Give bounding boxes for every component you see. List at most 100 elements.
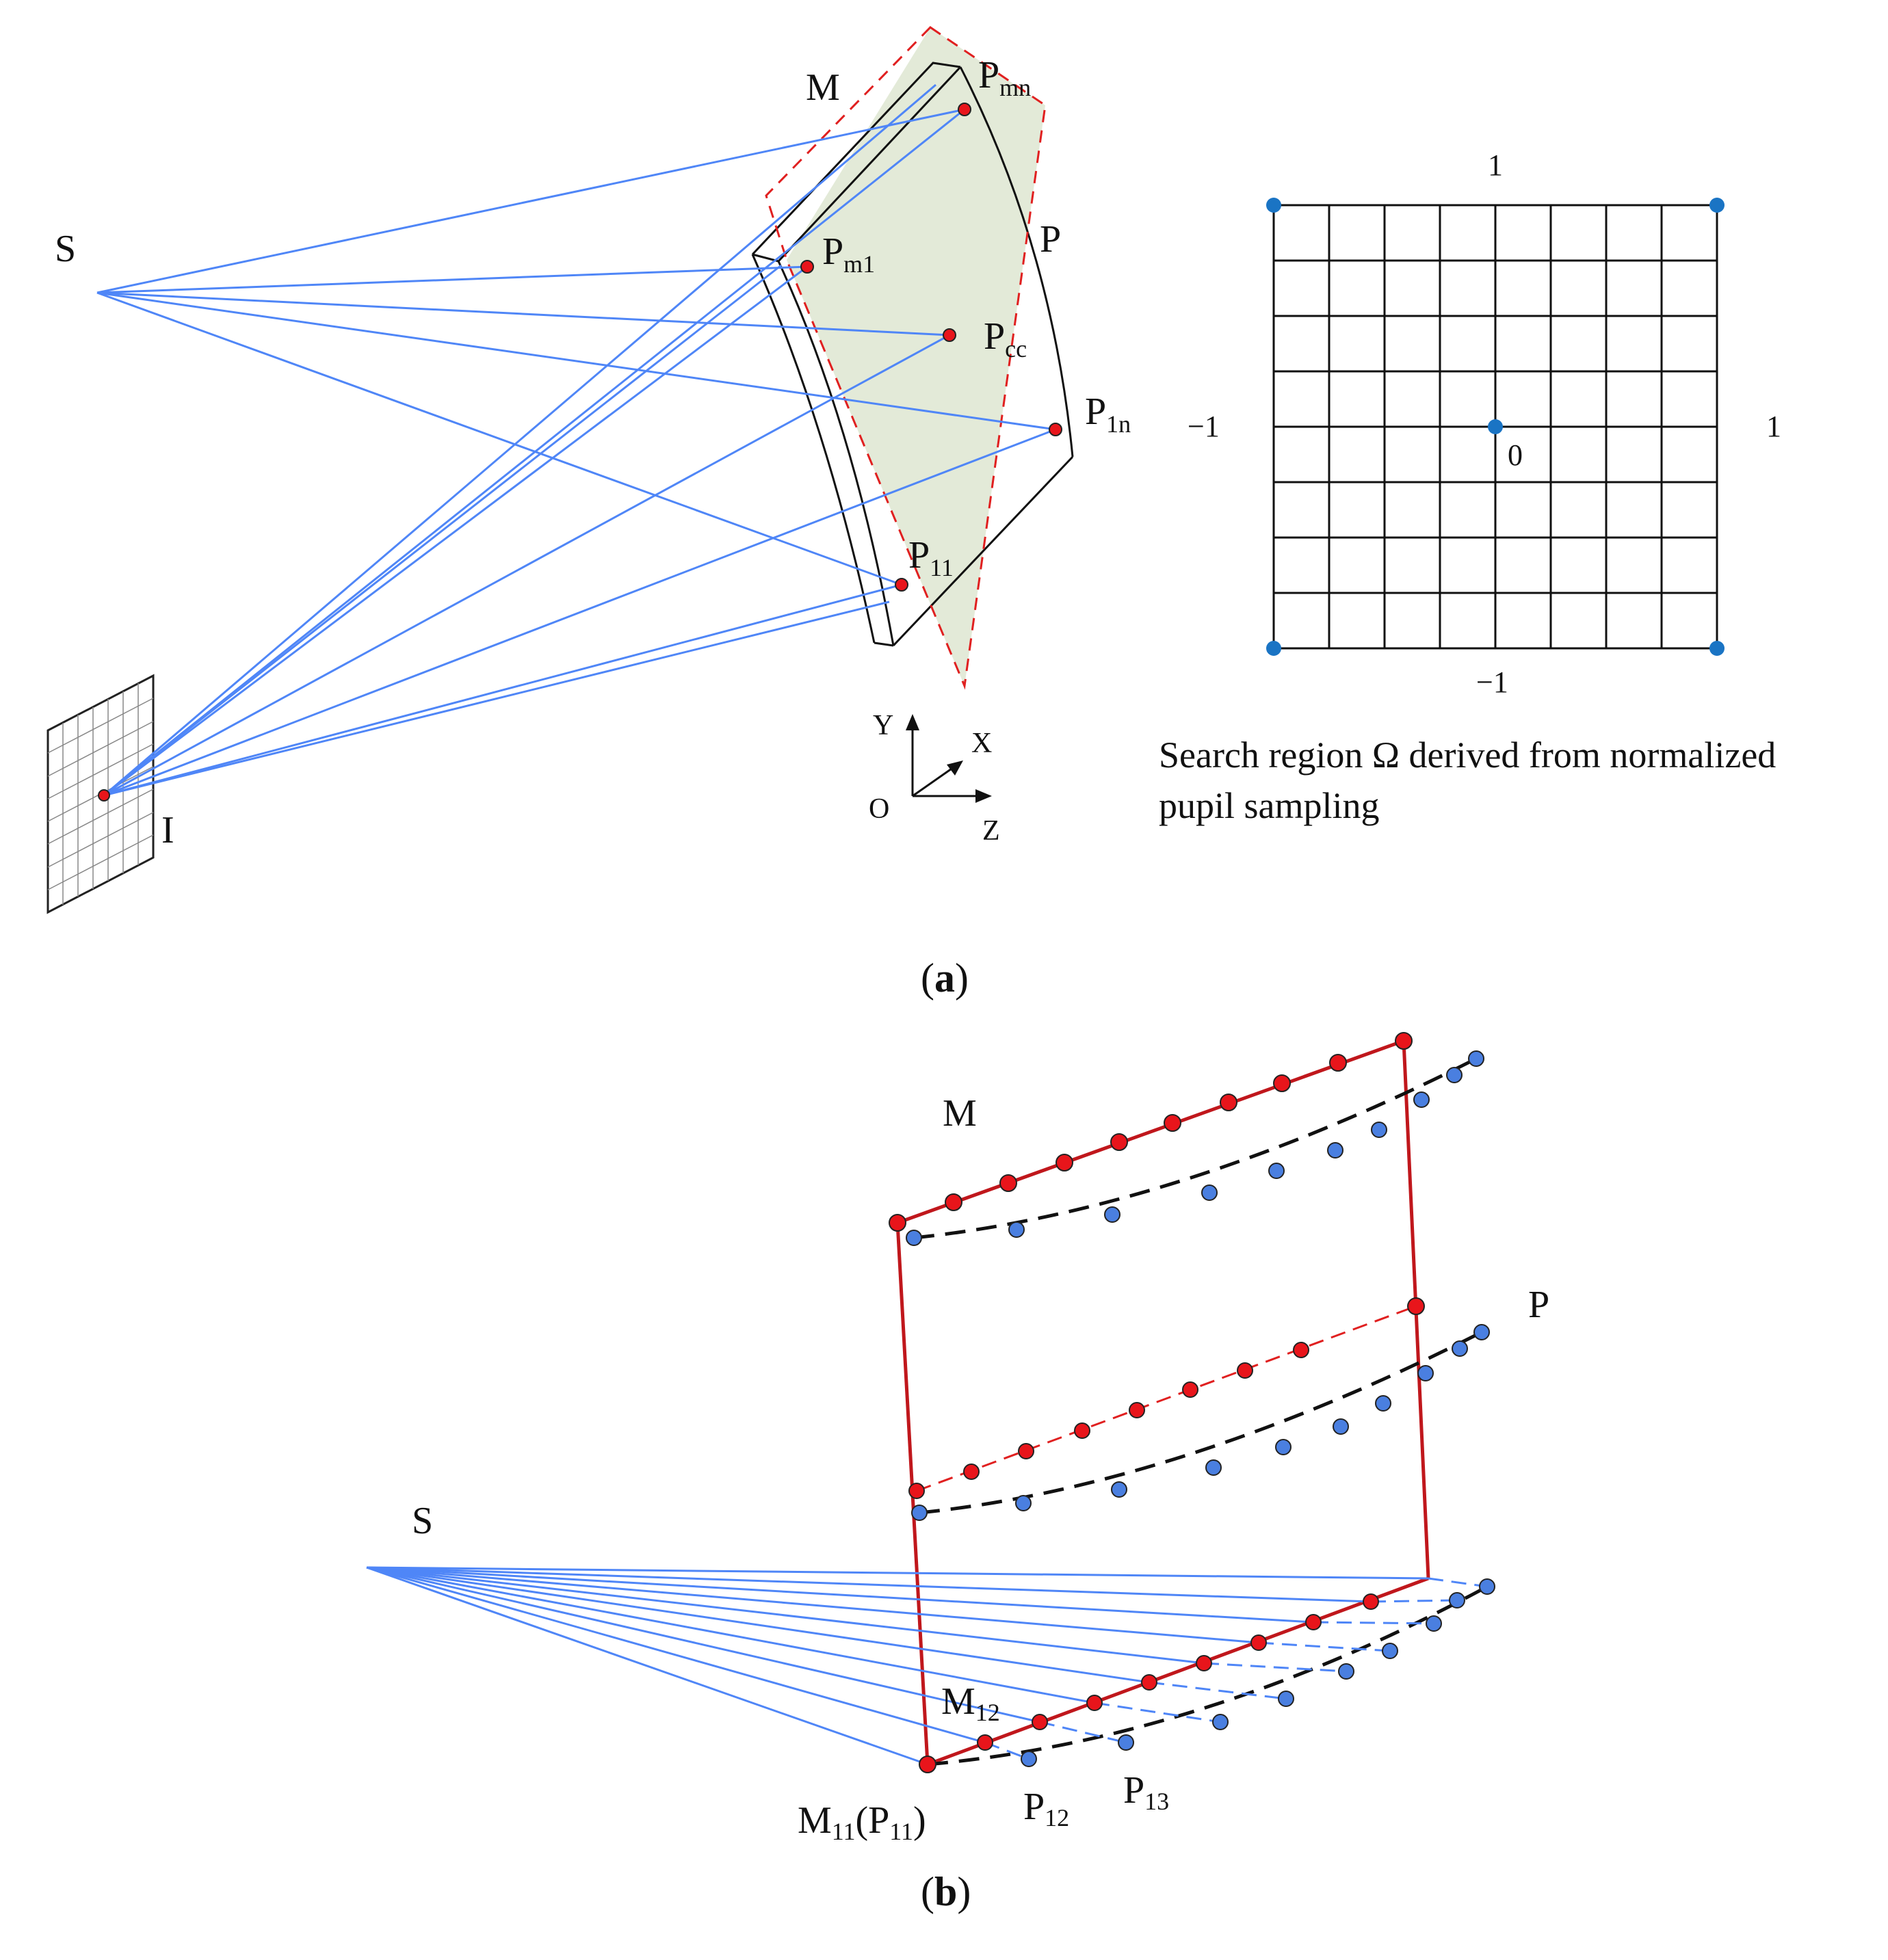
- mirror-point: [1056, 1154, 1073, 1171]
- axis-origin-label: O: [869, 793, 889, 825]
- surface-point: [1371, 1122, 1387, 1138]
- mirror-point-m11: [919, 1756, 936, 1773]
- panel-b-label: (b): [921, 1869, 971, 1914]
- mirror-point: [1141, 1674, 1157, 1691]
- surface-curves: [913, 1057, 1489, 1766]
- surface-point: [1111, 1481, 1127, 1498]
- grid-sample-dots: [1266, 198, 1725, 656]
- surface-point: [1473, 1324, 1490, 1340]
- mirror-point: [1293, 1342, 1309, 1358]
- surface-point: [1468, 1050, 1484, 1067]
- surface-middle-points: [911, 1324, 1490, 1521]
- mirror-top-points: [889, 1032, 1413, 1232]
- label-pm1: Pm1: [822, 230, 875, 278]
- mirror-point: [889, 1214, 906, 1232]
- label-pcc: Pcc: [984, 315, 1027, 362]
- surface-point: [1375, 1395, 1391, 1412]
- surface-point: [1275, 1439, 1292, 1455]
- surface-point-p13: [1118, 1734, 1134, 1751]
- point-pm1: [800, 260, 814, 274]
- image-plane-label: I: [161, 809, 174, 851]
- mirror-label-b: M: [943, 1092, 977, 1135]
- mirror-point: [908, 1483, 925, 1499]
- grid-dot-top-right: [1709, 198, 1725, 213]
- surface-point: [1268, 1163, 1285, 1179]
- grid-dot-bottom-right: [1709, 641, 1725, 656]
- surface-label-a: P: [1040, 218, 1061, 261]
- mirror-point: [1032, 1714, 1048, 1730]
- surface-top-points: [906, 1050, 1484, 1246]
- surface-point: [1479, 1578, 1495, 1595]
- mirror-point: [945, 1193, 962, 1211]
- surface-bottom-points: [1021, 1578, 1495, 1767]
- surface-point: [911, 1505, 928, 1521]
- mirror-point: [1273, 1074, 1291, 1092]
- mirror-point: [1250, 1634, 1267, 1651]
- surface-point: [1452, 1340, 1468, 1357]
- surface-sample-points: [98, 103, 1062, 802]
- mirror-middle-points: [908, 1297, 1425, 1499]
- surface-point: [1449, 1592, 1465, 1608]
- mirror-point: [1018, 1443, 1034, 1459]
- surface-point-p12: [1021, 1751, 1037, 1767]
- surface-point: [1104, 1206, 1120, 1223]
- mirror-point: [1407, 1297, 1425, 1315]
- mirror-point: [1074, 1422, 1090, 1439]
- mirror-point: [1305, 1614, 1322, 1630]
- surface-point: [1338, 1663, 1354, 1680]
- surface-point: [1201, 1184, 1218, 1201]
- mirror-point: [1220, 1094, 1237, 1111]
- point-pcc: [943, 328, 956, 342]
- point-pmn: [958, 103, 971, 116]
- grid-label-right: 1: [1766, 410, 1781, 443]
- mirror-point: [1196, 1655, 1212, 1671]
- mirror-point: [1164, 1114, 1181, 1132]
- pupil-surface-shape: [751, 26, 1074, 690]
- coordinate-axes: [906, 714, 992, 803]
- panel-a-label: (a): [921, 955, 969, 1001]
- image-point: [98, 789, 110, 802]
- label-p13: P13: [1123, 1769, 1169, 1815]
- surface-point: [1382, 1643, 1398, 1659]
- mirror-point: [1129, 1402, 1145, 1418]
- source-label-b: S: [412, 1500, 433, 1542]
- mirror-point: [1110, 1133, 1128, 1151]
- point-p11: [895, 578, 908, 592]
- surface-label-b: P: [1528, 1284, 1549, 1326]
- surface-point: [1205, 1459, 1222, 1476]
- rays-from-source-b: [366, 1566, 1429, 1766]
- surface-point: [1008, 1221, 1025, 1238]
- label-p1n: P1n: [1085, 390, 1131, 438]
- grid-caption-line2: pupil sampling: [1159, 785, 1380, 826]
- rays-to-image-point: [103, 83, 1056, 797]
- surface-point: [906, 1230, 922, 1246]
- axis-z-label: Z: [982, 815, 1000, 847]
- grid-label-center: 0: [1508, 438, 1523, 472]
- surface-point: [1413, 1091, 1430, 1108]
- sampling-plane-dashed-outline: [765, 26, 1047, 690]
- axis-x-label: X: [971, 728, 992, 759]
- mirror-point: [1237, 1362, 1253, 1379]
- rays-from-source: [96, 108, 1056, 586]
- label-m11-p11: M11(P11): [798, 1799, 926, 1845]
- surface-point: [1417, 1365, 1434, 1381]
- mirror-label-a: M: [806, 66, 840, 109]
- mirror-frame: [895, 1039, 1430, 1766]
- label-p12: P12: [1023, 1786, 1069, 1831]
- mirror-point: [1086, 1695, 1103, 1711]
- mirror-point: [1363, 1593, 1379, 1610]
- mirror-point: [999, 1174, 1017, 1192]
- surface-point: [1015, 1495, 1032, 1511]
- panel-b: M P S M12 M11(P11) P12 P13 (b): [366, 1032, 1549, 1914]
- grid-dot-top-left: [1266, 198, 1281, 213]
- grid-label-top: 1: [1488, 148, 1503, 182]
- label-m12: M12: [941, 1680, 1000, 1726]
- panel-a: S I M P Pmn Pm1 Pcc P1n P11 Y X Z O: [47, 26, 1781, 1001]
- pupil-region-fill: [787, 27, 1045, 686]
- image-plane-grid: [47, 674, 155, 914]
- surface-point: [1446, 1067, 1463, 1083]
- mirror-point: [1182, 1381, 1198, 1398]
- grid-label-bottom: −1: [1476, 665, 1508, 699]
- surface-point: [1278, 1691, 1294, 1707]
- mirror-bottom-points: [919, 1593, 1379, 1773]
